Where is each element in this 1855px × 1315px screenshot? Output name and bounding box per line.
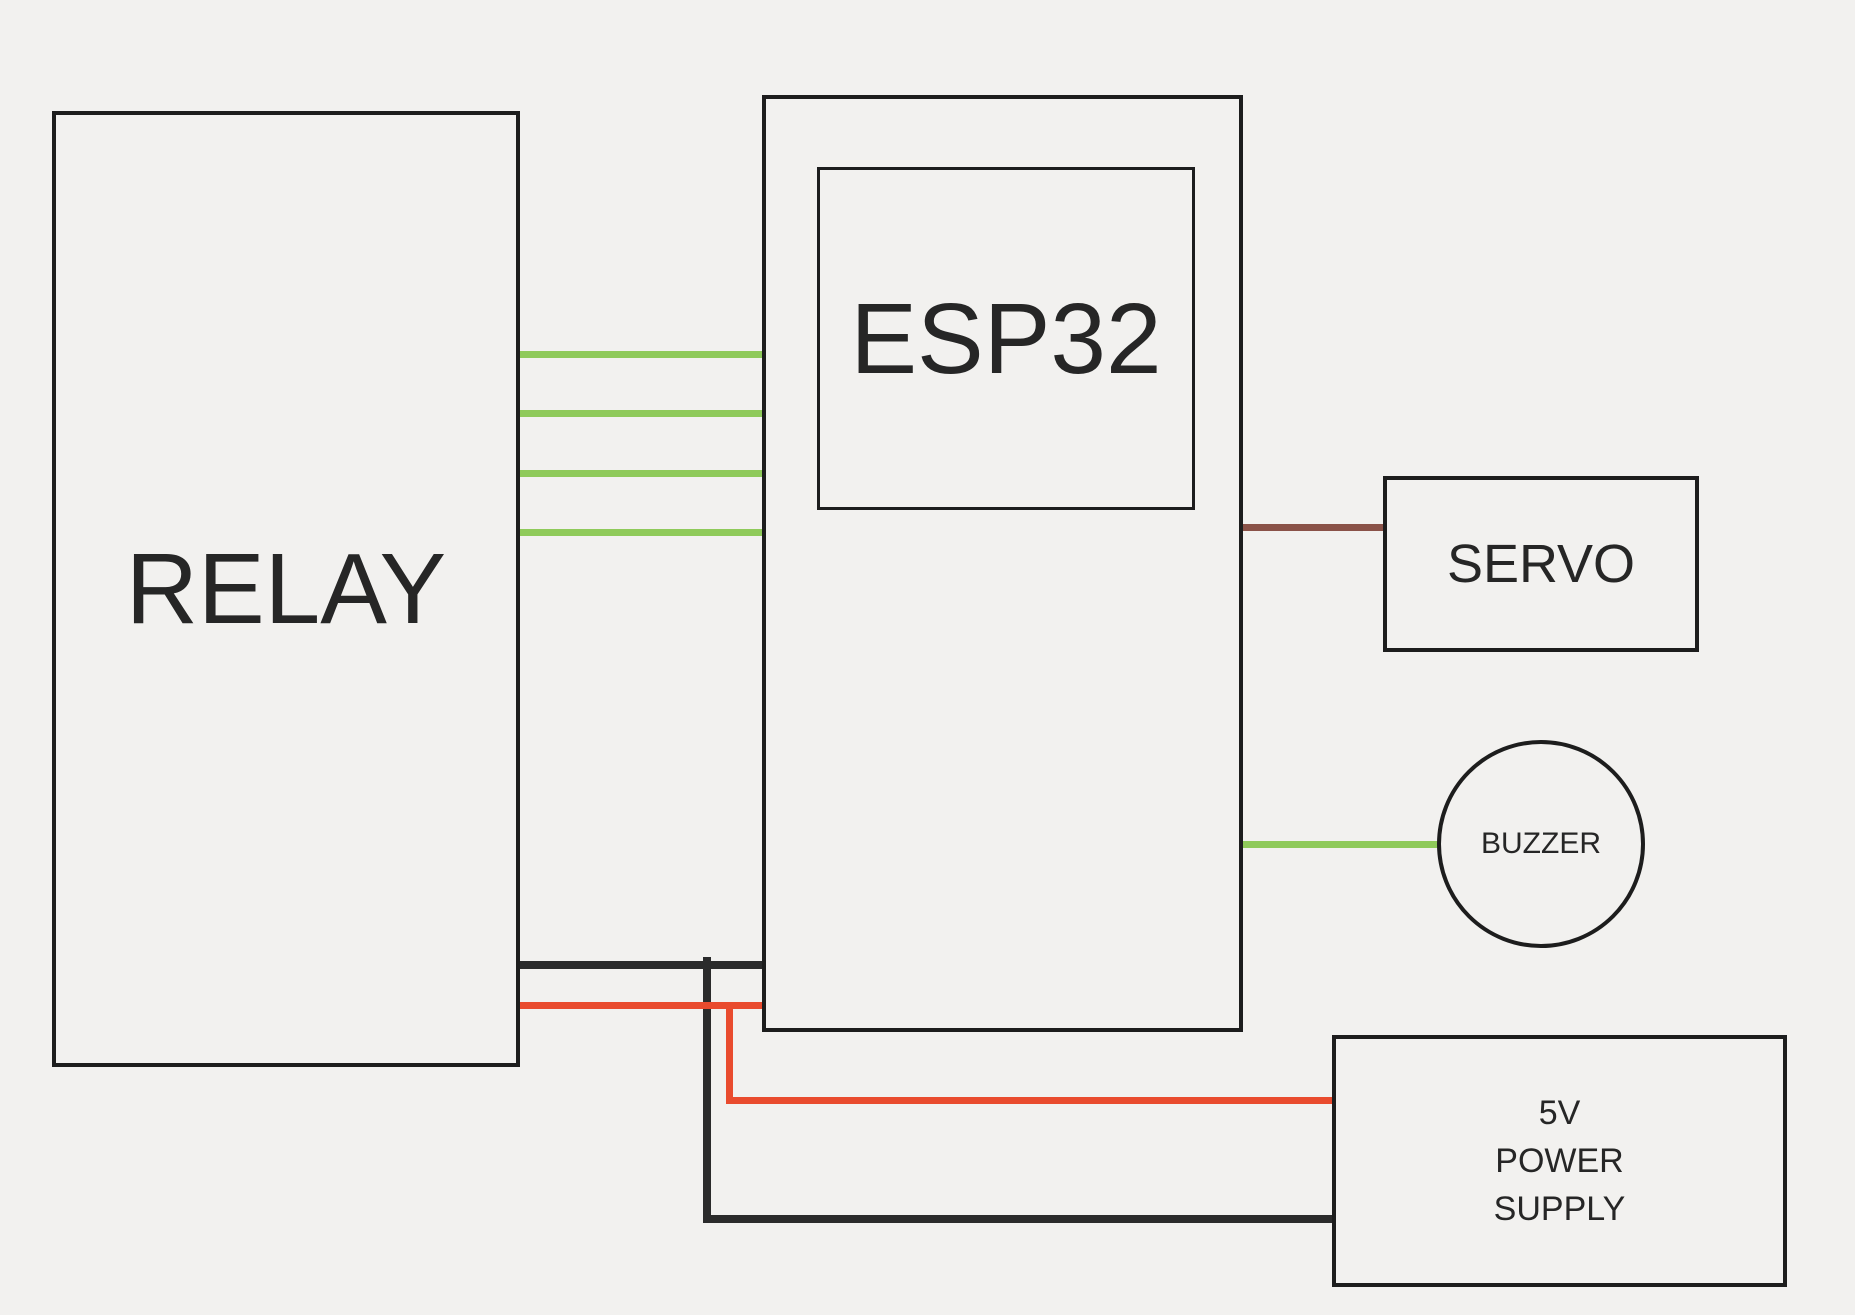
relay-label: RELAY [125, 533, 447, 645]
power-supply-node: 5V POWER SUPPLY [1332, 1035, 1787, 1287]
wire-ground-branch-down [703, 957, 711, 1223]
esp32-inner-module: ESP32 [817, 167, 1195, 510]
relay-node: RELAY [52, 111, 520, 1067]
wire-5v-relay-esp32 [520, 1002, 762, 1009]
wire-esp32-buzzer [1243, 841, 1439, 848]
esp32-label: ESP32 [850, 282, 1162, 395]
wire-ground-relay-esp32 [520, 961, 762, 969]
power-supply-label-line1: 5V [1538, 1094, 1581, 1132]
power-supply-label-line3: SUPPLY [1493, 1190, 1626, 1228]
wire-relay-esp32-signal-3 [520, 470, 762, 477]
servo-node: SERVO [1383, 476, 1699, 652]
buzzer-label: BUZZER [1481, 827, 1601, 860]
power-supply-label-line2: POWER [1495, 1142, 1624, 1180]
buzzer-node: BUZZER [1437, 740, 1645, 948]
wire-5v-branch-down [726, 1002, 733, 1104]
wire-relay-esp32-signal-4 [520, 529, 762, 536]
esp32-node [762, 95, 1243, 1032]
wire-5v-to-power-supply [726, 1097, 1332, 1104]
wire-relay-esp32-signal-1 [520, 351, 762, 358]
wire-relay-esp32-signal-2 [520, 410, 762, 417]
wire-esp32-servo [1243, 524, 1383, 531]
wire-ground-to-power-supply [703, 1215, 1332, 1223]
servo-label: SERVO [1446, 534, 1636, 594]
